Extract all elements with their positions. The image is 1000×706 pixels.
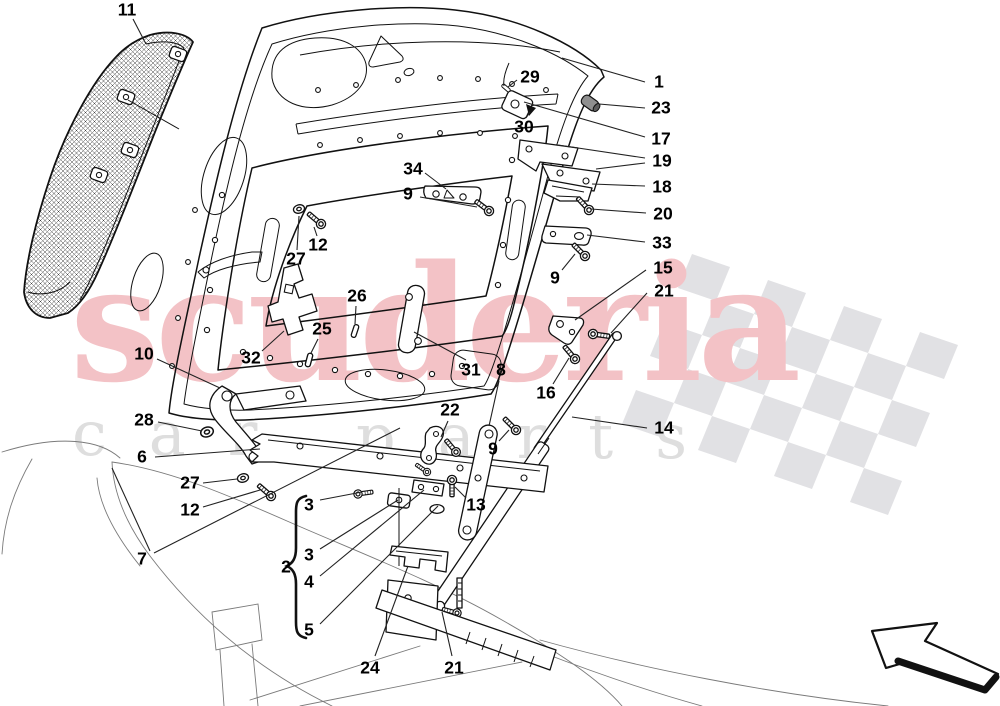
part-callout: 28: [134, 409, 154, 430]
part-callout: 27: [286, 248, 306, 269]
watermark: scuderia car parts: [70, 230, 803, 473]
part-callout: 18: [652, 176, 672, 197]
lid-inner-frame: [197, 93, 559, 380]
air-intake-grille: [23, 31, 194, 319]
part-callout: 16: [536, 382, 556, 403]
lid-bolt-holes: [169, 75, 549, 369]
part-callout: 19: [652, 150, 672, 171]
part-callout: 8: [496, 359, 506, 380]
engine-lid-panel: [130, 7, 605, 421]
bracket-33: [541, 225, 593, 264]
strap-31: [397, 284, 426, 354]
part-callout: 27: [180, 472, 200, 493]
part-callout: 1: [654, 71, 664, 92]
part-callout: 3: [304, 544, 314, 565]
part-callout: 17: [651, 128, 671, 149]
part-callout: 2: [281, 556, 291, 577]
part-callout: 24: [360, 657, 380, 678]
part-callout: 21: [444, 657, 464, 678]
washer-27b: [235, 471, 251, 485]
leader-lines: [111, 18, 648, 657]
hood-latch-24: [375, 545, 557, 671]
hinge-assembly: [517, 139, 601, 218]
part-callout: 30: [514, 116, 534, 137]
part-callout: 25: [312, 318, 332, 339]
part-callout: 13: [466, 494, 486, 515]
part-callout: 6: [137, 446, 147, 467]
part-callout: 10: [134, 343, 154, 364]
bracket-22: [420, 425, 463, 465]
lock-wedge: [526, 104, 536, 116]
watermark-title: scuderia: [70, 230, 798, 418]
part-callout: 3: [304, 494, 314, 515]
part-callout: 26: [347, 285, 367, 306]
bolt-13: [446, 474, 458, 498]
part-callout: 12: [180, 499, 200, 520]
checkered-flag-icon: [622, 254, 958, 515]
bracket-32: [267, 263, 318, 336]
part-callout: 33: [652, 232, 672, 253]
hinge-arm-10: [209, 385, 307, 465]
direction-arrow-icon: [870, 621, 1000, 694]
part-callout: 9: [488, 438, 498, 459]
frame-bolt-holes: [203, 130, 518, 380]
part-callout: 9: [550, 267, 560, 288]
part-callout: 20: [653, 203, 673, 224]
part-callout: 12: [308, 234, 328, 255]
part-callout: 14: [654, 417, 674, 438]
part-callout: 34: [403, 158, 423, 179]
bolt-12a: [304, 209, 329, 232]
part-callout: 32: [241, 347, 261, 368]
part-callout: 11: [117, 0, 137, 20]
part-callout: 22: [440, 399, 460, 420]
part-callout: 21: [654, 280, 674, 301]
part-callout: 23: [651, 97, 671, 118]
lid-lock-assembly: [500, 62, 536, 120]
strut-bracket-15: [548, 315, 611, 367]
group-brace: [284, 494, 308, 640]
part-callout: 4: [304, 571, 314, 592]
part-callout: 9: [403, 183, 413, 204]
part-callout: 15: [653, 257, 673, 278]
part-callout: 29: [520, 66, 540, 87]
grille-mount-tabs: [89, 45, 188, 184]
part-callout: 5: [304, 619, 314, 640]
part-callout: 7: [137, 548, 147, 569]
rubber-buffer: [580, 94, 601, 113]
part-callout: 31: [461, 359, 481, 380]
strap-8: [457, 424, 498, 541]
bracket-34: [423, 185, 497, 219]
